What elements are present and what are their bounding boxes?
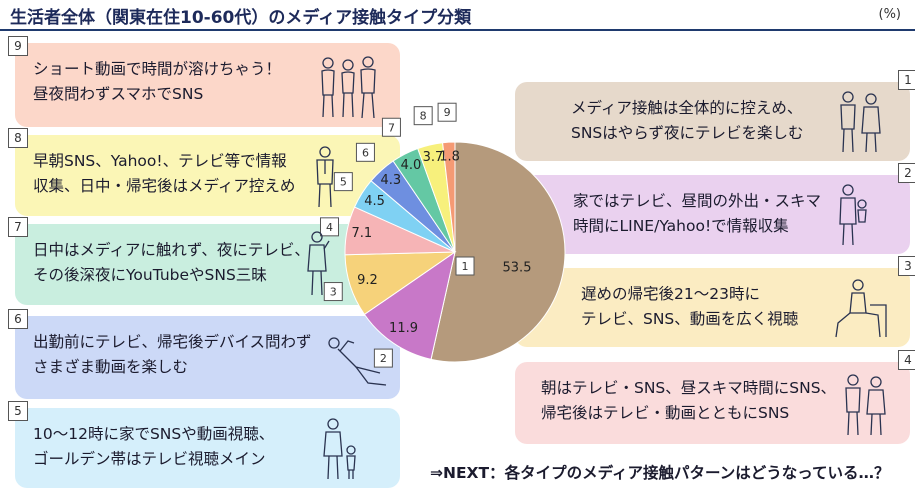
people-group-icon (321, 56, 376, 119)
pie-badge-9 (437, 102, 457, 122)
type-3-line1: 遅めの帰宅後21～23時に (581, 285, 760, 303)
pie-value-label-6: 4.3 (380, 173, 401, 188)
pie-badge-text-9: 9 (444, 106, 451, 119)
pie-value-label-2: 11.9 (389, 321, 418, 336)
type-badge-6: 6 (8, 309, 28, 329)
page-title: 生活者全体（関東在住10-60代）のメディア接触タイプ分類 (10, 8, 472, 28)
pie-value-label-3: 9.2 (357, 273, 378, 288)
pie-badge-6 (355, 142, 375, 162)
pie-badge-1 (455, 256, 475, 276)
woman-with-phone-icon (307, 231, 330, 296)
type-8-line1: 早朝SNS、Yahoo!、テレビ等で情報 (33, 152, 287, 170)
next-message: ⇒NEXT：各タイプのメディア接触パターンはどうなっている…？ (430, 464, 890, 482)
pie-badge-2 (373, 348, 393, 368)
type-4-line2: 帰宅後はテレビ・動画とともにSNS (541, 404, 790, 422)
pie-value-label-9: 1.8 (439, 150, 460, 165)
pie-value-label-7: 4.0 (401, 158, 422, 173)
type-6-line2: さまざま動画を楽しむ (33, 358, 189, 376)
pie-badge-5 (333, 172, 353, 192)
pie-badge-8 (413, 106, 433, 126)
type-1-line1: メディア接触は全体的に控えめ、 (571, 99, 803, 117)
type-card-8: 8 早朝SNS、Yahoo!、テレビ等で情報 収集、日中・帰宅後はメディア控えめ (8, 128, 400, 216)
title-rule (0, 29, 915, 31)
pie-badge-7 (381, 117, 401, 137)
type-card-1: 1 メディア接触は全体的に控えめ、 SNSはやらず夜にテレビを楽しむ (515, 70, 915, 161)
type-card-5: 5 10～12時に家でSNSや動画視聴、 ゴールデン帯はテレビ視聴メイン (8, 401, 400, 488)
pie-badge-text-5: 5 (340, 176, 347, 189)
pie-value-label-1: 53.5 (503, 261, 532, 276)
pie-badge-text-3: 3 (330, 286, 337, 299)
pie-badge-text-7: 7 (388, 121, 395, 134)
pie-badge-text-4: 4 (326, 221, 333, 234)
pie-badge-text-1: 1 (462, 260, 469, 273)
pie-slice-9 (442, 141, 456, 253)
type-5-line1: 10～12時に家でSNSや動画視聴、 (33, 425, 275, 443)
pie-value-label-8: 3.7 (423, 150, 444, 165)
type-1-line2: SNSはやらず夜にテレビを楽しむ (571, 124, 804, 142)
type-2-line2: 時間にLINE/Yahoo!で情報収集 (573, 217, 789, 235)
pie-badge-text-6: 6 (362, 146, 369, 159)
unit-label: (%) (878, 7, 902, 22)
pie-slice-1 (430, 141, 566, 363)
type-7-line2: その後深夜にYouTubeやSNS三昧 (33, 266, 267, 284)
elderly-couple-icon (840, 91, 881, 153)
type-card-6: 6 出勤前にテレビ、帰宅後デバイス問わず さまざま動画を楽しむ (8, 309, 400, 399)
type-badge-8: 8 (8, 128, 28, 148)
type-badge-5: 5 (8, 401, 28, 421)
type-badge-1: 1 (898, 70, 915, 90)
type-card-3: 3 遅めの帰宅後21～23時に テレビ、SNS、動画を広く視聴 (515, 256, 915, 347)
type-8-line2: 収集、日中・帰宅後はメディア控えめ (33, 177, 296, 195)
type-5-line2: ゴールデン帯はテレビ視聴メイン (33, 450, 266, 468)
type-3-line2: テレビ、SNS、動画を広く視聴 (581, 310, 799, 328)
businessman-icon (316, 146, 334, 208)
pie-badge-text-8: 8 (420, 110, 427, 123)
type-card-4: 4 朝はテレビ・SNS、昼スキマ時間にSNS、 帰宅後はテレビ・動画とともにSN… (515, 350, 915, 444)
type-7-line1: 日中はメディアに触れず、夜にテレビ、 (33, 241, 310, 259)
reclining-person-icon (328, 337, 387, 386)
type-badge-2: 2 (898, 163, 915, 183)
pie-slice-2 (363, 250, 456, 360)
type-9-line2: 昼夜問わずスマホでSNS (33, 85, 204, 103)
type-4-line1: 朝はテレビ・SNS、昼スキマ時間にSNS、 (541, 379, 837, 397)
type-badge-9: 9 (8, 36, 28, 56)
type-6-line1: 出勤前にテレビ、帰宅後デバイス問わず (33, 333, 312, 351)
type-card-9: 9 ショート動画で時間が溶けちゃう！ 昼夜問わずスマホでSNS (8, 36, 400, 127)
pie-value-label-4: 7.1 (352, 226, 373, 241)
type-2-line1: 家ではテレビ、昼間の外出・スキマ (573, 192, 822, 210)
type-badge-7: 7 (8, 217, 28, 237)
pie-badge-text-2: 2 (380, 352, 387, 365)
type-9-line1: ショート動画で時間が溶けちゃう！ (33, 60, 282, 78)
woman-with-child-icon (839, 184, 867, 246)
parent-and-child-icon (323, 418, 356, 480)
seated-man-icon (835, 279, 887, 338)
type-card-7: 7 日中はメディアに触れず、夜にテレビ、 その後深夜にYouTubeやSNS三昧 (8, 217, 400, 305)
type-badge-3: 3 (898, 256, 915, 276)
type-card-2: 2 家ではテレビ、昼間の外出・スキマ 時間にLINE/Yahoo!で情報収集 (515, 163, 915, 254)
pie-badge-3 (323, 282, 343, 302)
type-badge-4: 4 (898, 350, 915, 370)
pie-value-label-5: 4.5 (364, 194, 385, 209)
couple-icon (845, 374, 886, 436)
pie-badge-4 (319, 217, 339, 237)
